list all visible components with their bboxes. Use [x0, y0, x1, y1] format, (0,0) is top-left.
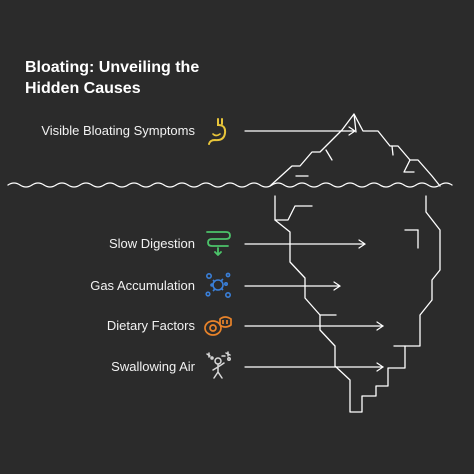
slow-digestion-icon [206, 231, 231, 256]
label-swallowing-air: Swallowing Air [111, 359, 195, 374]
arrow-symptoms [244, 126, 357, 136]
diagram-title: Bloating: Unveiling the Hidden Causes [25, 57, 199, 99]
food-icon [204, 316, 232, 336]
gas-bubbles-icon [205, 272, 231, 298]
arrow-slow-digestion [244, 239, 367, 249]
label-gas-accumulation: Gas Accumulation [90, 278, 195, 293]
label-slow-digestion: Slow Digestion [109, 236, 195, 251]
iceberg-tip [269, 113, 441, 187]
arrow-air [244, 362, 385, 372]
label-visible-bloating-symptoms: Visible Bloating Symptoms [41, 123, 195, 138]
iceberg-body [274, 195, 441, 413]
title-line-1: Bloating: Unveiling the [25, 59, 200, 76]
stomach-icon [208, 118, 227, 145]
arrow-dietary [244, 321, 385, 331]
title-line-2: Hidden Causes [25, 80, 141, 97]
water-line [7, 182, 453, 188]
arrow-gas [244, 281, 342, 291]
label-dietary-factors: Dietary Factors [106, 318, 195, 333]
person-air-icon [206, 351, 231, 379]
